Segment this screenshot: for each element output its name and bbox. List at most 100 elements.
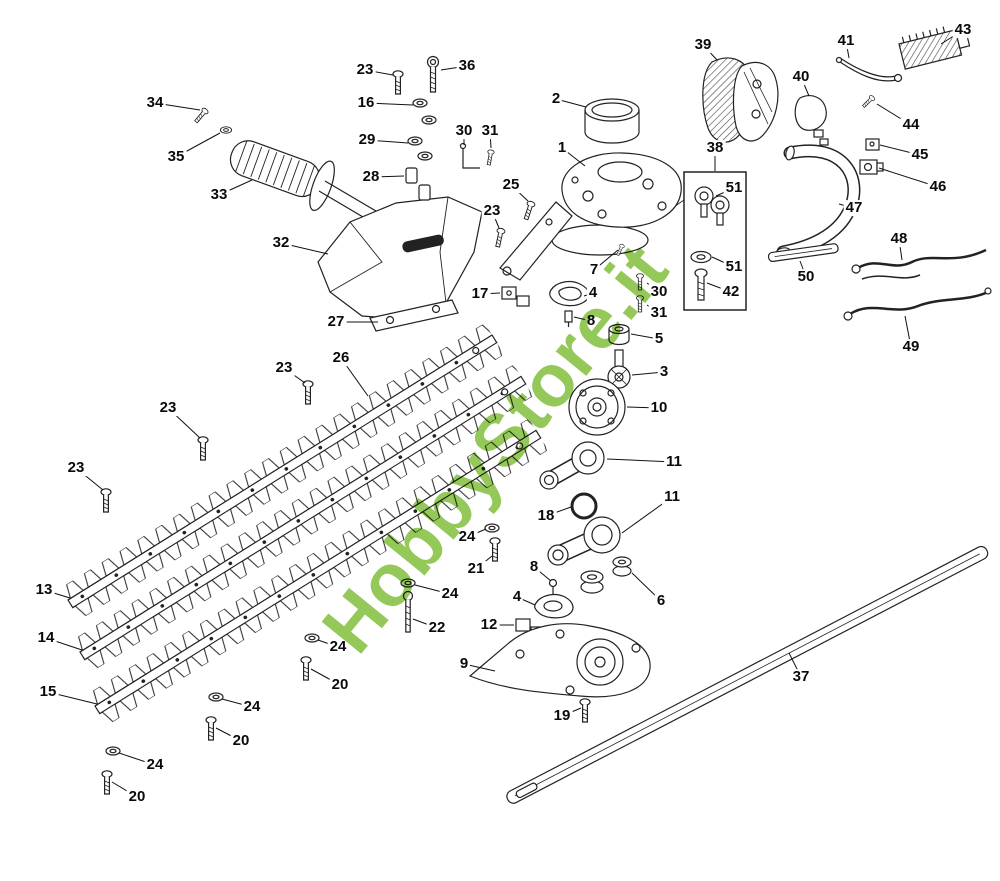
- part-label-14-43: 14: [35, 629, 57, 647]
- part-label-51-64: 51: [723, 179, 745, 197]
- part-label-34-3: 34: [144, 94, 166, 112]
- part-label-25-12: 25: [500, 176, 522, 194]
- grip-strip-50: [767, 243, 839, 262]
- wiring-cable-49: [843, 287, 992, 321]
- part-label-49-63: 49: [900, 338, 922, 356]
- part-label-23-28: 23: [65, 459, 87, 477]
- part-label-47-60: 47: [843, 199, 865, 217]
- part-label-7-16: 7: [587, 261, 601, 279]
- part-label-46-59: 46: [927, 178, 949, 196]
- part-label-11-29: 11: [664, 453, 684, 471]
- throttle-rod-41: [835, 56, 903, 83]
- gear-wheel-10: [568, 378, 626, 436]
- switch-part-45: [865, 138, 880, 151]
- throttle-cable-48: [851, 248, 987, 280]
- part-label-3-22: 3: [657, 363, 671, 381]
- part-label-51-65: 51: [723, 258, 745, 276]
- bolt-22: [402, 590, 414, 633]
- bearing-set-6: [580, 556, 632, 594]
- part-label-4-36: 4: [510, 588, 524, 606]
- part-label-20-50: 20: [126, 788, 148, 806]
- bottom-housing-9: [468, 623, 651, 698]
- gear-housing-1: [561, 152, 682, 228]
- part-label-29-5: 29: [356, 131, 378, 149]
- screw-36: [426, 55, 440, 93]
- clamp-plate-27: [369, 299, 459, 332]
- part-label-40-54: 40: [790, 68, 812, 86]
- part-label-22-39: 22: [426, 619, 448, 637]
- part-label-8-18: 8: [584, 312, 598, 330]
- gear-housing-cap-2: [584, 98, 640, 144]
- part-label-4-17: 4: [586, 284, 600, 302]
- trigger-housing-39: [702, 57, 779, 143]
- throttle-part-40: [794, 95, 829, 146]
- detail-box-38: [651, 171, 747, 311]
- pin-8-lower: [548, 578, 558, 595]
- part-label-24-38: 24: [439, 585, 461, 603]
- cutting-blade-middle-14: [72, 364, 534, 672]
- part-label-50-62: 50: [795, 268, 817, 286]
- part-label-13-42: 13: [33, 581, 55, 599]
- part-label-2-10: 2: [549, 90, 563, 108]
- part-label-5-21: 5: [652, 330, 666, 348]
- part-label-8-34: 8: [527, 558, 541, 576]
- cutting-blade-upper-13: [60, 323, 505, 620]
- part-label-15-44: 15: [37, 683, 59, 701]
- part-label-10-23: 10: [648, 399, 670, 417]
- part-label-23-26: 23: [273, 359, 295, 377]
- part-label-24-47: 24: [241, 698, 263, 716]
- spacer-28: [405, 167, 418, 184]
- part-label-38-52: 38: [704, 139, 726, 157]
- part-label-17-15: 17: [469, 285, 491, 303]
- part-label-12-37: 12: [478, 616, 500, 634]
- ring-18: [570, 492, 598, 520]
- cutting-blade-lower-15: [87, 418, 549, 726]
- bearing-5: [608, 323, 630, 346]
- part-label-24-45: 24: [327, 638, 349, 656]
- part-label-20-48: 20: [230, 732, 252, 750]
- part-label-32-14: 32: [270, 234, 292, 252]
- part-label-30-19: 30: [648, 283, 670, 301]
- pinion-shaft-3: [607, 349, 631, 389]
- connecting-rod-11-upper: [539, 441, 605, 490]
- part-label-23-0: 23: [354, 61, 376, 79]
- part-label-6-35: 6: [654, 592, 668, 610]
- switch-part-46: [859, 159, 884, 175]
- part-label-19-41: 19: [551, 707, 573, 725]
- blade-cover-32: [317, 196, 483, 321]
- guide-bar-37: [506, 545, 989, 804]
- part-label-23-13: 23: [481, 202, 503, 220]
- part-label-36-1: 36: [456, 57, 478, 75]
- part-label-1-11: 1: [555, 139, 569, 157]
- part-label-33-7: 33: [208, 186, 230, 204]
- housing-arm: [499, 201, 573, 281]
- clamp-17: [501, 286, 530, 307]
- part-label-35-4: 35: [165, 148, 187, 166]
- pin-8-upper: [564, 310, 573, 327]
- part-label-30-8: 30: [453, 122, 475, 140]
- part-label-37-51: 37: [790, 668, 812, 686]
- part-label-16-2: 16: [355, 94, 377, 112]
- part-label-41-55: 41: [835, 32, 857, 50]
- part-label-44-57: 44: [900, 116, 922, 134]
- part-label-28-6: 28: [360, 168, 382, 186]
- part-label-20-46: 20: [329, 676, 351, 694]
- gasket-4-lower: [534, 593, 574, 619]
- part-label-26-25: 26: [330, 349, 352, 367]
- connecting-rod-11-lower: [547, 516, 621, 566]
- part-label-24-49: 24: [144, 756, 166, 774]
- gasket-4-upper: [549, 280, 590, 307]
- part-label-48-61: 48: [888, 230, 910, 248]
- part-label-45-58: 45: [909, 146, 931, 164]
- part-label-18-31: 18: [535, 507, 557, 525]
- part-label-24-32: 24: [456, 528, 478, 546]
- part-label-39-53: 39: [692, 36, 714, 54]
- part-label-23-27: 23: [157, 399, 179, 417]
- part-label-11-30: 11: [662, 488, 682, 506]
- part-label-31-20: 31: [648, 304, 670, 322]
- part-label-21-33: 21: [465, 560, 487, 578]
- part-label-43-56: 43: [952, 21, 974, 39]
